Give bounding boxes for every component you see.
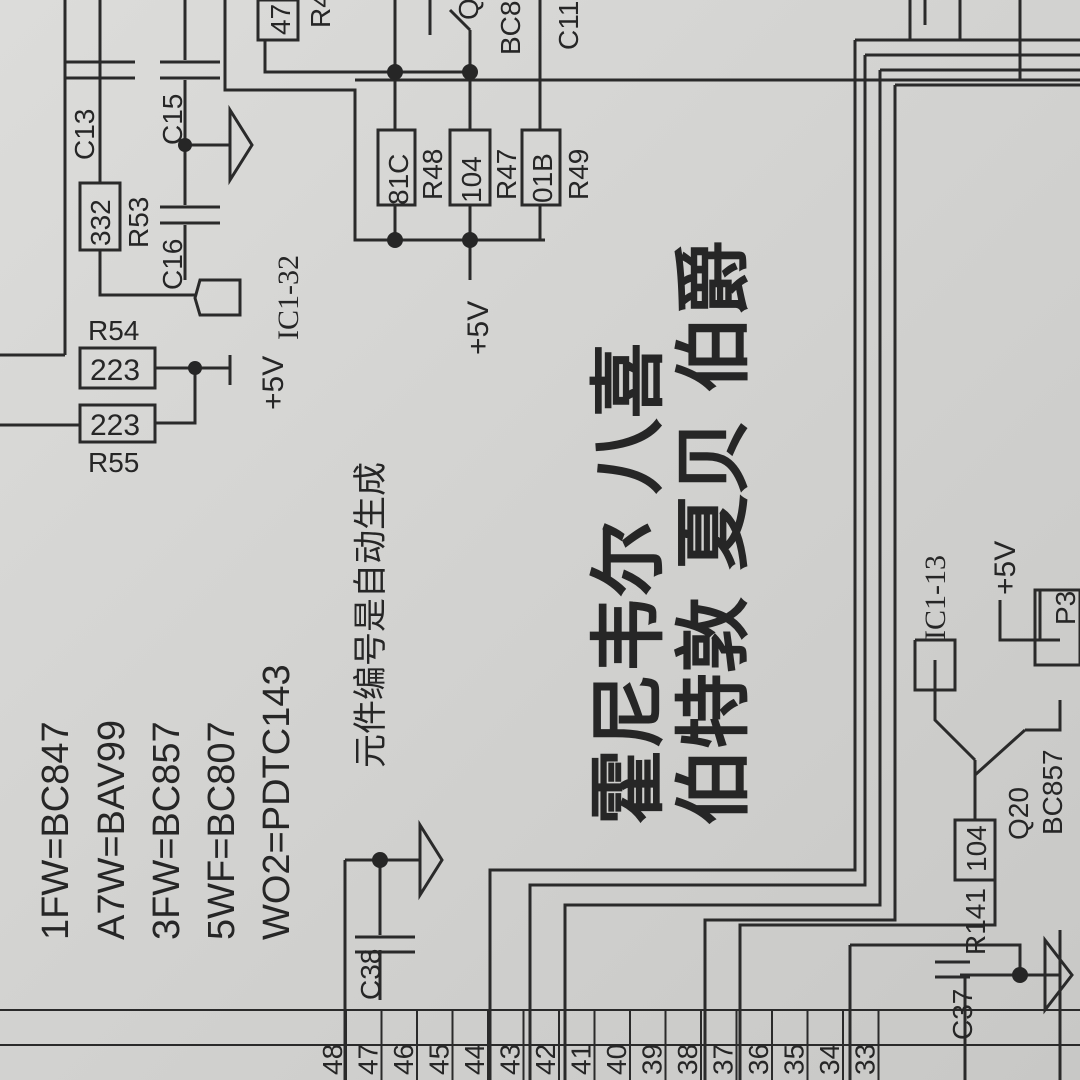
label-q20: Q20	[1003, 787, 1034, 840]
resistor-r4x	[256, 0, 300, 42]
label-r54: R54	[88, 315, 139, 346]
label-r48: R48	[417, 149, 448, 200]
part-code: 5WF=BC807	[201, 721, 243, 940]
part-code: WO2=PDTC143	[256, 664, 298, 940]
label-r53: R53	[123, 197, 154, 248]
capacitor-c38	[355, 935, 415, 954]
resistor-r53	[78, 181, 122, 252]
pin-number: 35	[779, 1044, 810, 1075]
pin-number: 40	[601, 1044, 632, 1075]
type-q20: BC857	[1037, 749, 1068, 835]
label-r55: R55	[88, 447, 139, 478]
ground-icon	[418, 819, 444, 901]
label-c11: C11	[553, 1, 584, 50]
auto-numbering-note: 元件编号是自动生成	[351, 462, 391, 768]
value-r49: 01B	[527, 153, 558, 203]
resistor-r54	[78, 346, 157, 390]
junctions	[178, 64, 1028, 983]
capacitor-c16	[160, 205, 220, 225]
label-c16: C16	[157, 239, 188, 290]
pin-number: 33	[850, 1044, 881, 1075]
pin-number: 37	[708, 1044, 739, 1075]
net-vcc: +5V	[989, 541, 1022, 595]
net-ic1-32: IC1-32	[272, 255, 305, 340]
connector-ic1-32	[193, 278, 242, 317]
pin-number: 48	[317, 1044, 348, 1075]
resistor-r48	[376, 128, 417, 207]
pin-number: 34	[814, 1044, 845, 1075]
ground-icon	[228, 104, 254, 186]
value-r141: 104	[961, 825, 992, 872]
pin-number: 45	[424, 1044, 455, 1075]
value-r53: 332	[85, 199, 116, 246]
resistor-r47	[448, 128, 492, 207]
resistor-r49	[520, 128, 562, 207]
capacitor-c15	[160, 60, 220, 80]
label-c13: C13	[69, 109, 100, 160]
brand-list-line-2: 伯特敦 夏贝 伯爵	[669, 240, 758, 825]
pin-number: 43	[495, 1044, 526, 1075]
label-r4x: R4	[305, 0, 336, 28]
type-q-top: BC8	[495, 1, 526, 55]
label-q-top: Q	[453, 0, 484, 20]
label-p3: P3	[1050, 591, 1080, 625]
capacitor-c13	[65, 60, 135, 80]
net-ic1-13: IC1-13	[919, 555, 952, 640]
part-code: A7W=BAV99	[91, 720, 133, 940]
capacitor-c37	[935, 960, 970, 979]
value-r48: 81C	[383, 154, 414, 205]
value-r4x: 47	[265, 4, 296, 35]
pin-number: 46	[388, 1044, 419, 1075]
pin-number: 41	[566, 1044, 597, 1075]
part-code: 3FW=BC857	[146, 721, 188, 940]
resistor-r55	[78, 403, 157, 444]
label-c38: C38	[355, 949, 386, 1000]
value-r54: 223	[90, 354, 140, 387]
net-vcc: +5V	[462, 301, 495, 355]
pin-number: 39	[637, 1044, 668, 1075]
pin-number: 47	[353, 1044, 384, 1075]
label-r47: R47	[491, 149, 522, 200]
label-r49: R49	[563, 149, 594, 200]
pin-number: 42	[530, 1044, 561, 1075]
pin-number: 44	[459, 1044, 490, 1075]
capacitors	[65, 60, 970, 979]
label-c15: C15	[157, 94, 188, 145]
ground-icon	[1043, 935, 1074, 1015]
potentiometer-p3	[1033, 588, 1080, 667]
label-r141: R141	[960, 888, 991, 955]
value-r55: 223	[90, 409, 140, 442]
brand-list-line-1: 霍尼韦尔 八喜	[584, 343, 673, 825]
label-c37: C37	[947, 989, 978, 1040]
ground-symbols	[228, 104, 1074, 1015]
pin-number: 36	[743, 1044, 774, 1075]
pin-number: 38	[672, 1044, 703, 1075]
net-vcc: +5V	[257, 356, 290, 410]
part-code: 1FW=BC847	[35, 721, 77, 940]
value-r47: 104	[456, 156, 487, 203]
resistor-r141	[953, 818, 997, 882]
connector-ic1-13	[913, 638, 957, 692]
